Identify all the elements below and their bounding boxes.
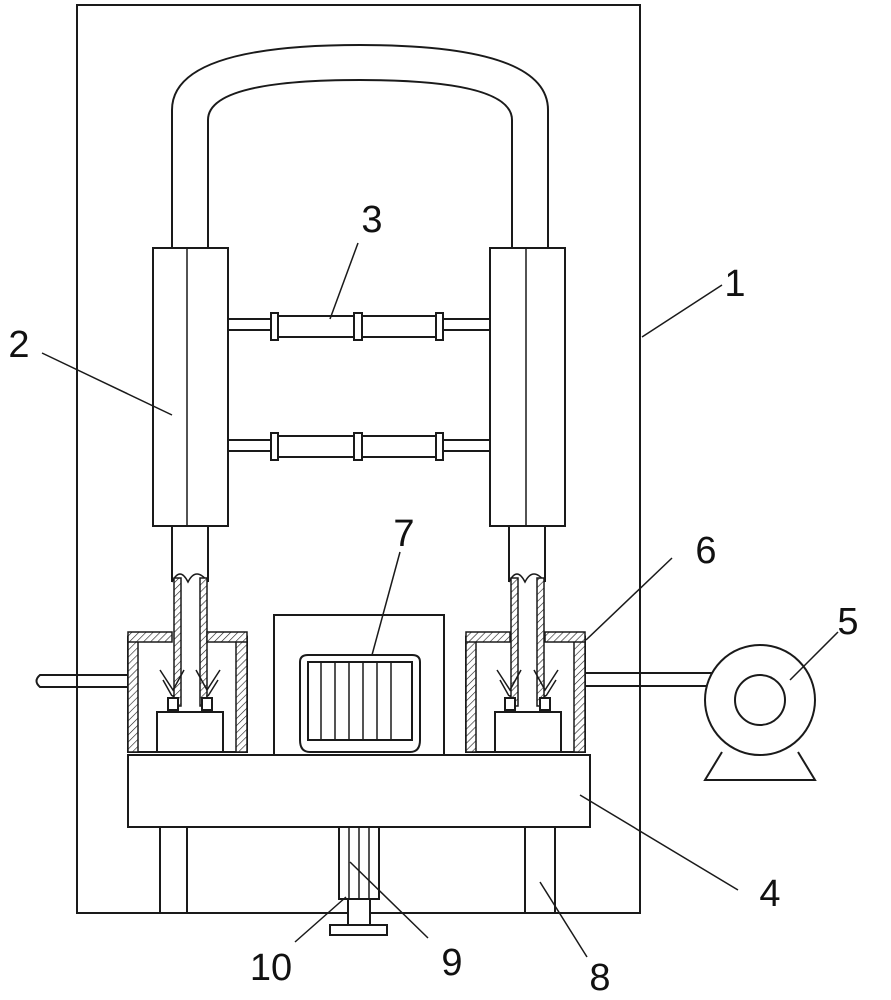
connecting-rod-upper (227, 312, 491, 341)
connecting-rod-lower (227, 432, 491, 461)
arched-pipe (171, 43, 549, 250)
callout-8: 8 (589, 957, 610, 999)
callout-1: 1 (724, 263, 745, 305)
right-block (489, 247, 566, 527)
callout-9: 9 (441, 942, 462, 984)
callout-6: 6 (695, 530, 716, 572)
callout-5: 5 (837, 601, 858, 643)
callout-2: 2 (8, 324, 29, 366)
left-tank (127, 631, 248, 753)
right-tank (465, 631, 586, 753)
motor (273, 614, 445, 756)
foot-plate (329, 924, 388, 936)
leader-lines (41, 242, 839, 958)
base-platform (127, 754, 591, 828)
center-shaft (338, 826, 380, 928)
callout-7: 7 (393, 513, 414, 555)
callout-4: 4 (759, 873, 780, 915)
left-lower-pipe (171, 526, 209, 707)
callout-10: 10 (250, 947, 292, 989)
left-block (152, 247, 229, 527)
left-inlet-pipe (35, 674, 128, 688)
outlet-pipe (585, 672, 712, 687)
callout-3: 3 (361, 199, 382, 241)
pump (703, 644, 817, 781)
